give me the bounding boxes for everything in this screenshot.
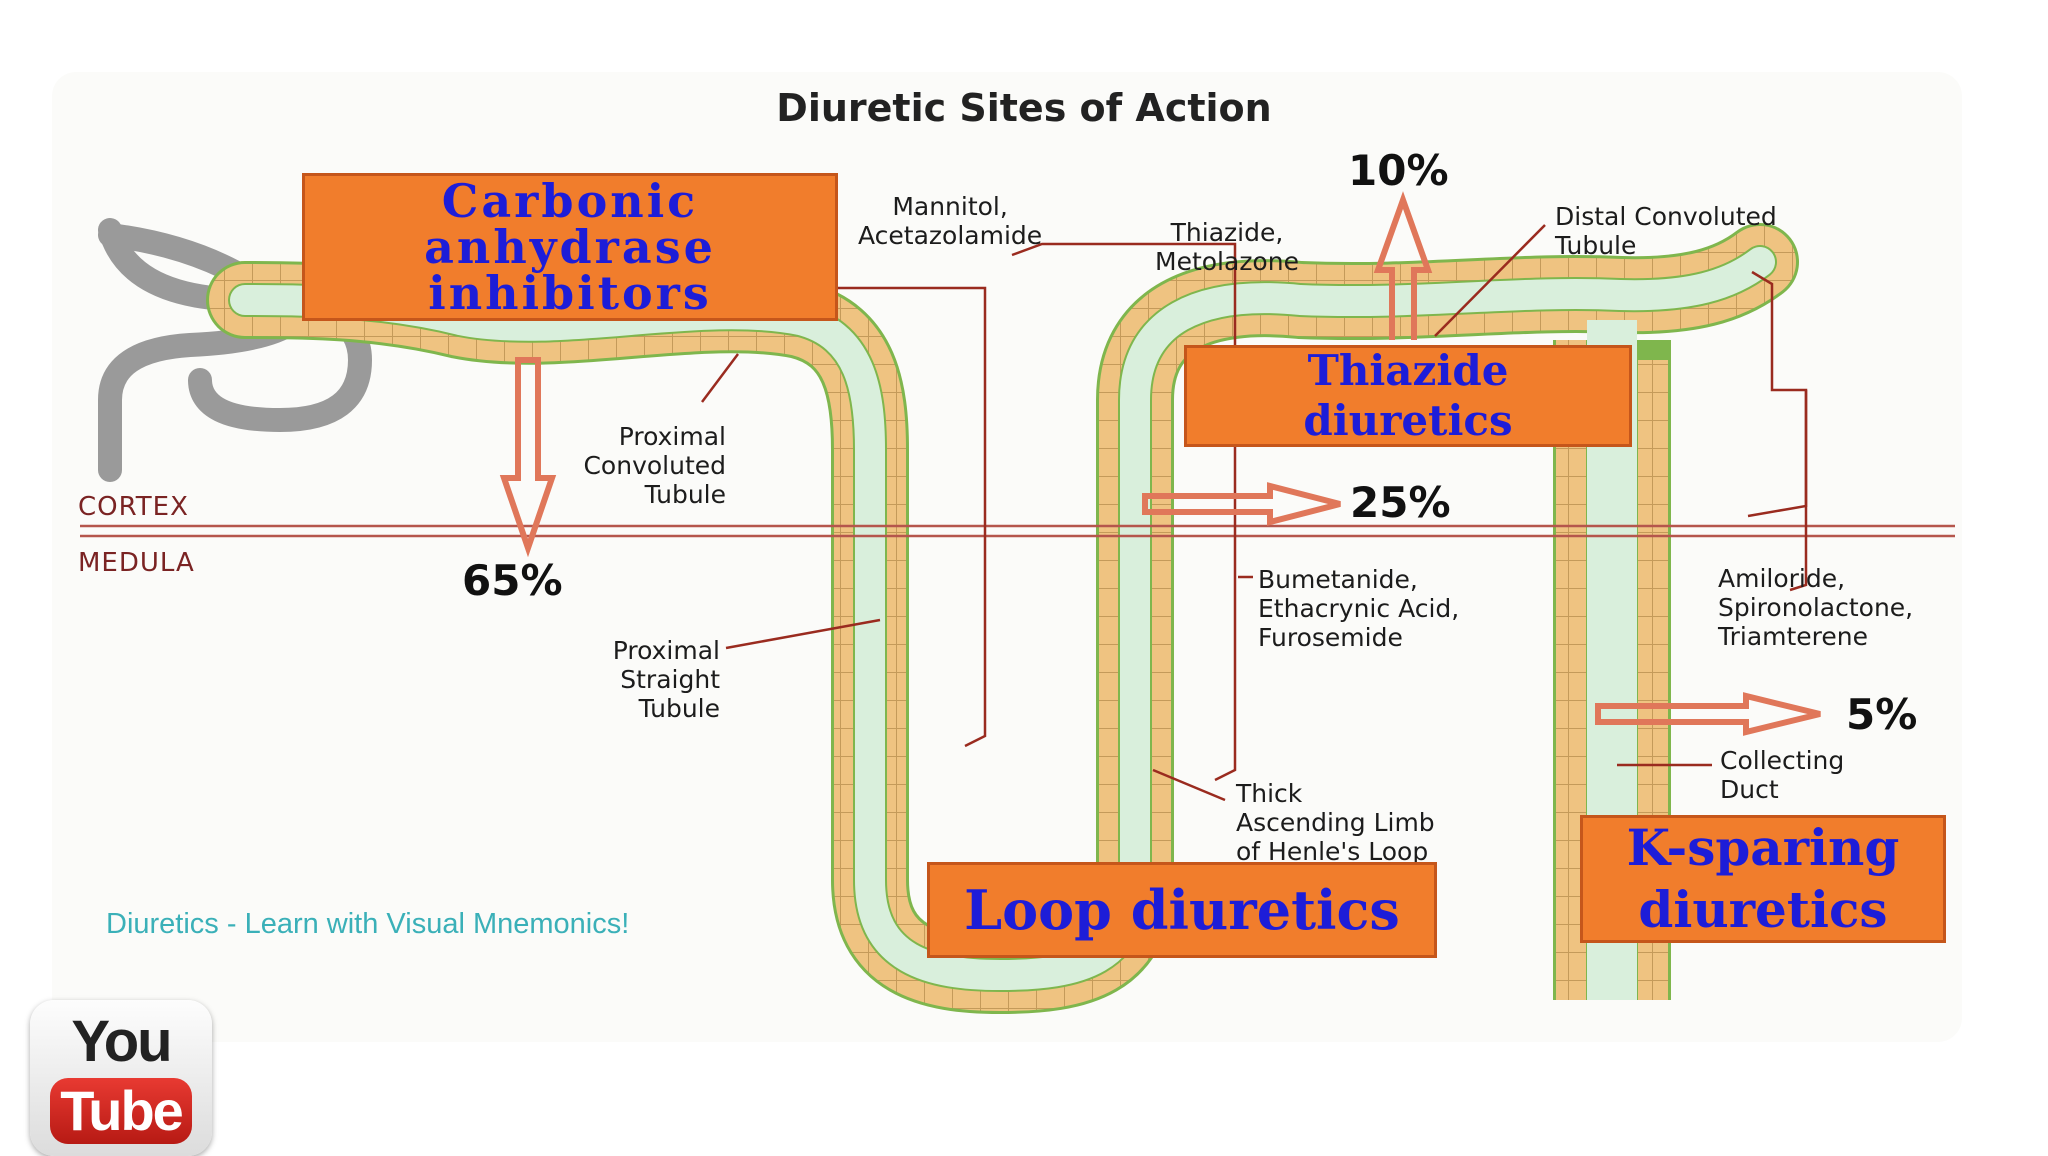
percent-65: 65% bbox=[462, 556, 563, 605]
collecting-duct-label: Collecting Duct bbox=[1720, 746, 1845, 804]
k-sparing-diuretics-box: K-sparing diuretics bbox=[1580, 815, 1946, 943]
carbonic-anhydrase-box: Carbonic anhydrase inhibitors bbox=[302, 173, 838, 321]
arrow-65-proximal bbox=[499, 357, 557, 558]
arrow-25-loop bbox=[1142, 482, 1341, 526]
arrow-5-collecting bbox=[1595, 692, 1821, 736]
mannitol-label: Mannitol, Acetazolamide bbox=[858, 192, 1043, 250]
proximal-convoluted-label: Proximal Convoluted Tubule bbox=[583, 422, 726, 509]
medulla-label: MEDULA bbox=[78, 548, 195, 578]
reabsorption-arrows bbox=[499, 191, 1821, 736]
loop-diuretics-box: Loop diuretics bbox=[927, 862, 1437, 958]
distal-tubule-label: Distal Convoluted Tubule bbox=[1555, 202, 1777, 260]
footer-caption: Diuretics - Learn with Visual Mnemonics! bbox=[106, 908, 630, 940]
cortex-medulla-line bbox=[80, 524, 1955, 538]
proximal-straight-label: Proximal Straight Tubule bbox=[612, 636, 720, 723]
k-sparing-drugs-label: Amiloride, Spironolactone, Triamterene bbox=[1718, 564, 1914, 651]
thiazide-metolazone-label: Thiazide, Metolazone bbox=[1155, 218, 1299, 276]
thiazide-diuretics-box: Thiazide diuretics bbox=[1184, 345, 1632, 447]
youtube-logo-icon[interactable]: You Tube bbox=[30, 1000, 212, 1156]
percent-10: 10% bbox=[1348, 146, 1449, 195]
cortex-label: CORTEX bbox=[78, 492, 189, 522]
percent-25: 25% bbox=[1350, 478, 1451, 527]
arrow-10-distal bbox=[1373, 191, 1433, 340]
percent-5: 5% bbox=[1846, 690, 1918, 739]
youtube-logo-you: You bbox=[71, 1009, 172, 1074]
youtube-logo-tube: Tube bbox=[50, 1078, 192, 1144]
loop-drugs-label: Bumetanide, Ethacrynic Acid, Furosemide bbox=[1258, 565, 1460, 652]
page-title: Diuretic Sites of Action bbox=[776, 86, 1272, 130]
leader-lines bbox=[701, 224, 1808, 802]
thick-ascending-limb-label: Thick Ascending Limb of Henle's Loop bbox=[1236, 779, 1435, 866]
nephron-tubule bbox=[206, 223, 1799, 1014]
